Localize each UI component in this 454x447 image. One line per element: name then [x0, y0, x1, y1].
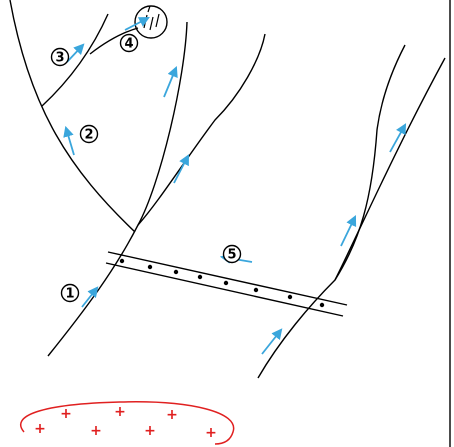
branch-line-4 — [89, 27, 139, 55]
svg-text:3: 3 — [55, 51, 64, 66]
branch-line-3 — [41, 13, 109, 107]
dotted-band — [105, 251, 348, 317]
arrow-mid-left-channel — [173, 154, 189, 184]
label-circle-2: 2 — [79, 124, 99, 144]
svg-text:2: 2 — [84, 128, 93, 143]
arrow-1 — [81, 286, 99, 308]
arrow-2 — [63, 125, 75, 156]
red-plus-signs: + + + + + + + — [34, 404, 217, 441]
label-circle-5: 5 — [222, 244, 242, 264]
arrow-upper-left-channel — [163, 66, 178, 98]
red-plus: + — [114, 404, 126, 420]
bowl-curve — [9, 0, 136, 233]
red-plus: + — [166, 407, 178, 423]
right-channel-line-a — [257, 44, 406, 379]
svg-text:4: 4 — [124, 37, 133, 52]
right-channel-line-b — [334, 57, 446, 281]
label-circle-3: 3 — [50, 47, 70, 67]
label-circle-1: 1 — [60, 283, 80, 303]
red-plus: + — [60, 406, 72, 422]
svg-text:5: 5 — [227, 248, 236, 263]
svg-text:1: 1 — [65, 287, 74, 302]
arrow-3 — [66, 43, 85, 63]
red-plus: + — [205, 425, 217, 441]
red-plus: + — [90, 423, 102, 439]
arrow-4 — [124, 17, 150, 31]
arrow-right-mid — [340, 215, 357, 247]
red-plus: + — [34, 421, 46, 437]
left-channel-line-b — [137, 33, 266, 226]
circle-zone — [134, 5, 168, 39]
arrow-right-upper — [389, 123, 407, 153]
red-body-outline — [19, 401, 235, 445]
label-circle-4: 4 — [119, 33, 139, 53]
flow-arrows — [63, 17, 407, 355]
red-plus: + — [144, 423, 156, 439]
arrow-right-lower — [261, 328, 283, 355]
